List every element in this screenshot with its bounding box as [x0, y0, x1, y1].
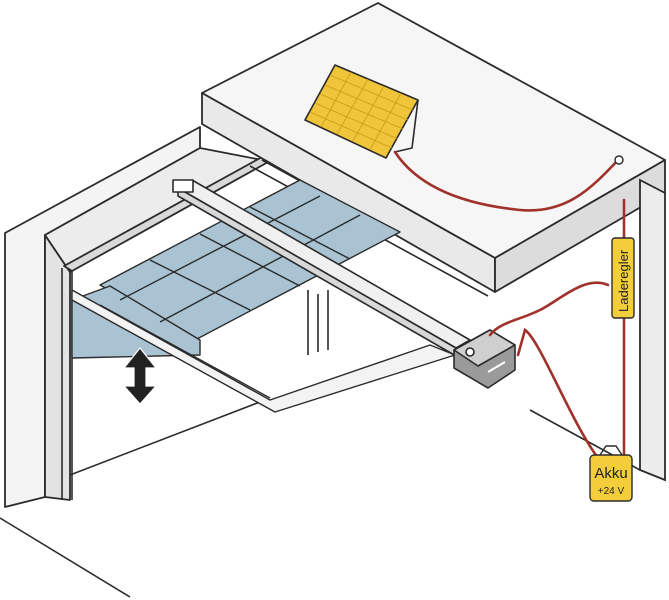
garage-wall [4, 126, 271, 508]
charge-controller-label: Laderegler [616, 249, 631, 312]
up-down-arrow-icon [122, 347, 158, 405]
charge-controller: Laderegler [611, 237, 635, 319]
battery-label: Akku [594, 465, 627, 482]
battery: Akku +24 V [589, 445, 633, 502]
battery-voltage-label: +24 V [598, 486, 625, 497]
right-wall-post [639, 178, 666, 482]
solar-panel-icon [304, 64, 419, 159]
ceiling-slab [201, 2, 666, 293]
floor-lines [0, 399, 641, 598]
garage-door-panels [71, 179, 456, 413]
cables [393, 150, 626, 464]
garage-door-operator-icon [453, 329, 516, 389]
cable-hole [614, 155, 624, 165]
drive-rail [172, 179, 471, 357]
